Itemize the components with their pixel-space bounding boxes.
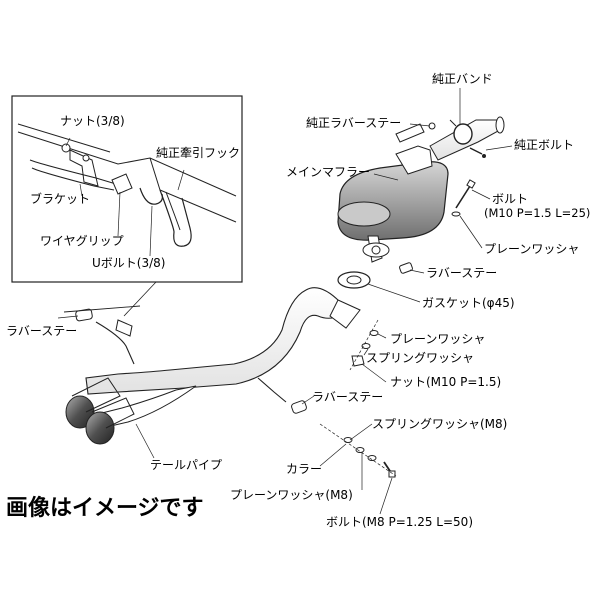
label-rubber-stay-left: ラバーステー <box>6 324 78 338</box>
label-rubber-stay-lower: ラバーステー <box>312 390 384 404</box>
upper-bolt <box>451 179 476 217</box>
rubber-stay-left-part <box>63 305 141 337</box>
inset-label-bracket: ブラケット <box>30 192 91 206</box>
label-bolt-main-spec: (M10 P=1.5 L=25) <box>484 206 591 220</box>
label-genuine-rubber-stay: 純正ラバーステー <box>306 116 402 130</box>
label-genuine-band: 純正バンド <box>432 72 493 86</box>
label-tail-pipe: テールパイプ <box>150 458 223 472</box>
label-main-muffler: メインマフラー <box>286 165 371 179</box>
label-nut-m10: ナット(M10 P=1.5) <box>390 375 502 389</box>
m8-fasteners <box>319 423 397 478</box>
label-plain-washer-upper: プレーンワッシャ <box>484 242 580 256</box>
label-plain-washer-m8: プレーンワッシャ(M8) <box>230 488 353 502</box>
rubber-stay-right-part <box>399 262 413 274</box>
label-rubber-stay-right: ラバーステー <box>426 266 498 280</box>
inset-label-wire-grip: ワイヤグリップ <box>40 234 124 248</box>
image-notice: 画像はイメージです <box>6 496 204 521</box>
label-bolt-main: ボルト <box>492 192 529 206</box>
label-spring-washer-m8: スプリングワッシャ(M8) <box>372 417 508 431</box>
label-plain-washer-mid: プレーンワッシャ <box>390 332 486 346</box>
label-genuine-bolt: 純正ボルト <box>514 138 575 152</box>
inset-label-nut: ナット(3/8) <box>60 114 125 128</box>
inset-label-genuine-tow-hook: 純正牽引フック <box>156 146 241 160</box>
tail-pipe-assembly <box>65 287 361 445</box>
front-pipe <box>395 116 505 161</box>
inset-label-u-bolt: Uボルト(3/8) <box>92 256 166 270</box>
gasket-part <box>337 271 371 289</box>
main-muffler-body <box>337 145 449 263</box>
label-collar: カラー <box>286 462 323 476</box>
label-gasket: ガスケット(φ45) <box>422 296 515 310</box>
mid-fasteners <box>349 319 379 371</box>
label-bolt-m8: ボルト(M8 P=1.25 L=50) <box>326 515 474 529</box>
label-spring-washer-mid: スプリングワッシャ <box>366 351 475 365</box>
leader-lines <box>57 88 513 515</box>
inset-detail-box <box>11 95 243 283</box>
